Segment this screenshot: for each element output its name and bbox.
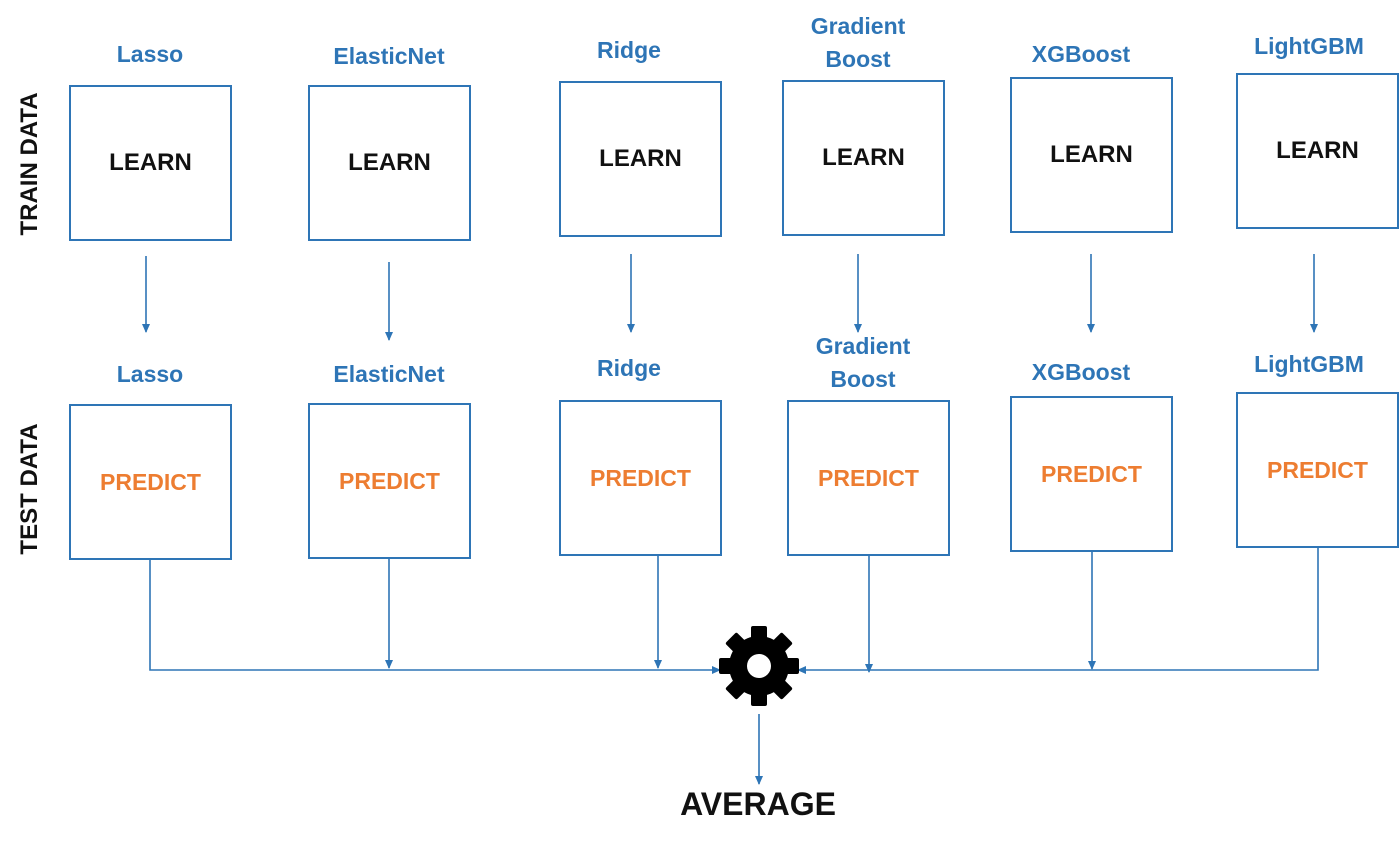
average-label: AVERAGE (680, 786, 836, 822)
predict-box-lightgbm: PREDICT (1236, 392, 1399, 548)
test-label-gradient-boost-line1: Gradient (815, 333, 911, 359)
collector-lightgbm (797, 548, 1319, 674)
learn-text: LEARN (1050, 141, 1133, 168)
predict-box-lasso: PREDICT (69, 404, 232, 560)
test-label-lightgbm: LightGBM (1219, 348, 1399, 381)
learn-box-xgboost: LEARN (1010, 77, 1173, 233)
test-label-gradient-boost: Gradient Boost (773, 330, 953, 396)
train-label-ridge: Ridge (539, 34, 719, 67)
test-label-gradient-boost-line2: Boost (830, 366, 896, 392)
train-label-xgboost-line1: XGBoost (1031, 41, 1131, 67)
predict-box-gradient-boost: PREDICT (787, 400, 950, 556)
predict-text: PREDICT (339, 467, 440, 494)
test-label-elasticnet: ElasticNet (299, 358, 479, 391)
collector-lasso (149, 558, 721, 674)
learn-text: LEARN (348, 149, 431, 176)
predict-text: PREDICT (100, 468, 201, 495)
learn-box-lasso: LEARN (69, 85, 232, 241)
predict-box-elasticnet: PREDICT (308, 403, 471, 559)
train-label-elasticnet-line1: ElasticNet (333, 43, 445, 69)
learn-box-ridge: LEARN (559, 81, 722, 237)
test-label-xgboost: XGBoost (991, 356, 1171, 389)
test-label-lasso: Lasso (60, 358, 240, 391)
learn-text: LEARN (599, 145, 682, 172)
predict-box-ridge: PREDICT (559, 400, 722, 556)
test-label-xgboost-line1: XGBoost (1031, 359, 1131, 385)
learn-text: LEARN (822, 144, 905, 171)
gear-icon (719, 626, 799, 706)
train-label-lightgbm: LightGBM (1219, 30, 1399, 63)
predict-text: PREDICT (590, 464, 691, 491)
predict-text: PREDICT (818, 464, 919, 491)
train-label-lasso: Lasso (60, 38, 240, 71)
test-label-ridge-line1: Ridge (597, 355, 661, 381)
train-label-lasso-line1: Lasso (116, 41, 184, 67)
predict-text: PREDICT (1041, 460, 1142, 487)
train-label-gradient-boost-line1: Gradient (810, 13, 906, 39)
learn-text: LEARN (109, 149, 192, 176)
test-label-elasticnet-line1: ElasticNet (333, 361, 445, 387)
learn-box-elasticnet: LEARN (308, 85, 471, 241)
learn-box-gradient-boost: LEARN (782, 80, 945, 236)
test-label-lasso-line1: Lasso (116, 361, 184, 387)
predict-box-xgboost: PREDICT (1010, 396, 1173, 552)
train-label-gradient-boost-line2: Boost (825, 46, 891, 72)
train-label-gradient-boost: Gradient Boost (768, 10, 948, 76)
train-label-elasticnet: ElasticNet (299, 40, 479, 73)
learn-text: LEARN (1276, 137, 1359, 164)
test-label-lightgbm-line1: LightGBM (1254, 351, 1364, 377)
predict-text: PREDICT (1267, 456, 1368, 483)
train-label-lightgbm-line1: LightGBM (1254, 33, 1364, 59)
test-label-ridge: Ridge (539, 352, 719, 385)
train-label-ridge-line1: Ridge (597, 37, 661, 63)
learn-box-lightgbm: LEARN (1236, 73, 1399, 229)
train-label-xgboost: XGBoost (991, 38, 1171, 71)
